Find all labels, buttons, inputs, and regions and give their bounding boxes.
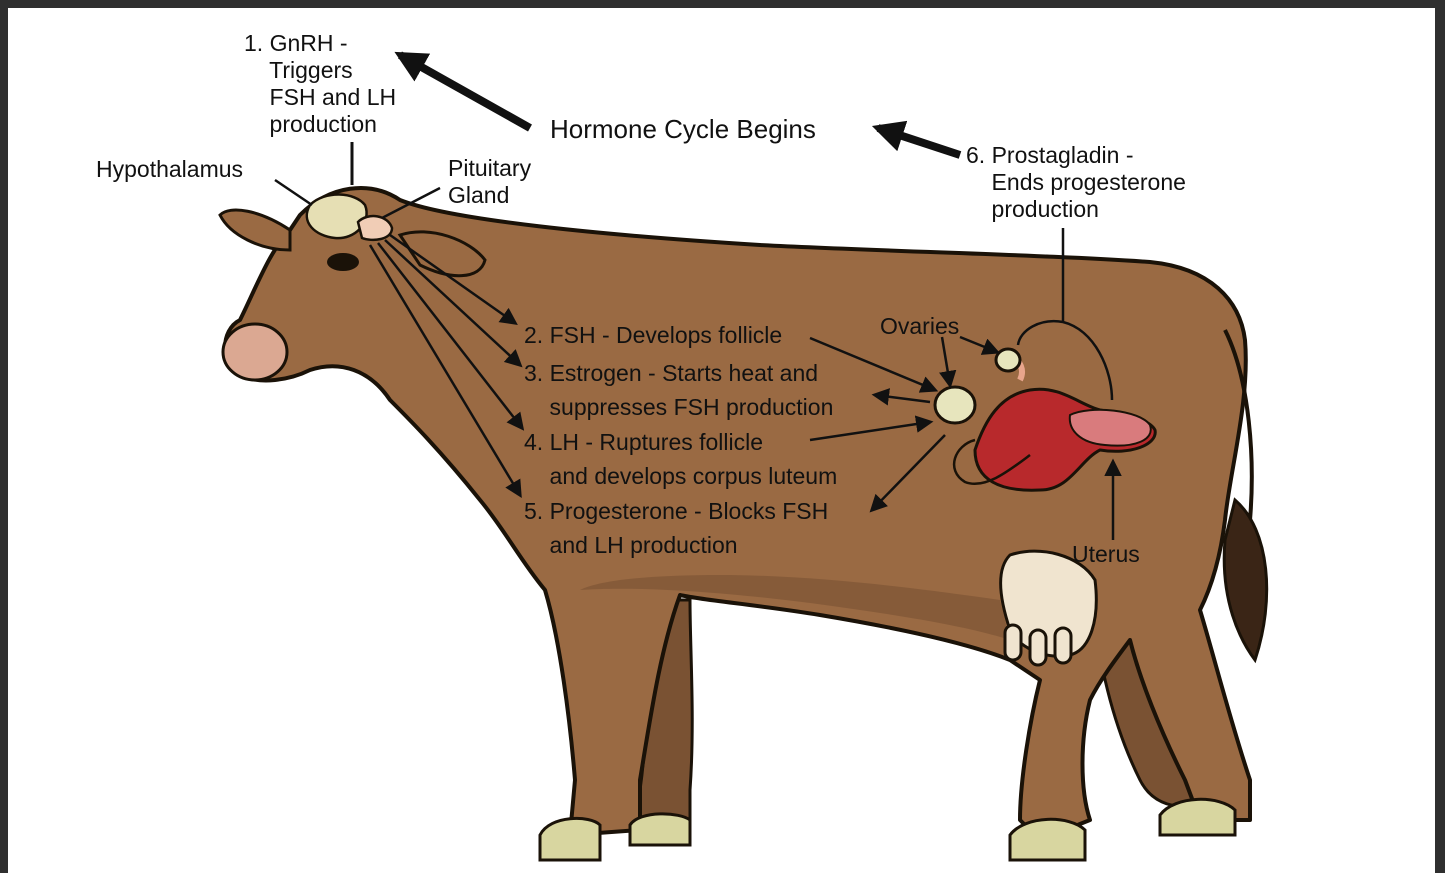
label-lh: 4. LH - Ruptures follicle and develops c… — [524, 425, 837, 493]
cow-eye — [327, 253, 359, 271]
ovary-left — [935, 387, 975, 423]
label-ovaries: Ovaries — [880, 313, 959, 340]
label-uterus: Uterus — [1072, 541, 1140, 568]
cow-ear-left — [220, 210, 290, 250]
label-hypothalamus: Hypothalamus — [96, 156, 243, 183]
hypothalamus-shape — [307, 194, 367, 238]
label-estrogen: 3. Estrogen - Starts heat and suppresses… — [524, 356, 833, 424]
arrow-hypothalamus-label — [275, 180, 312, 205]
label-prostagladin: 6. Prostagladin - Ends progesterone prod… — [966, 142, 1186, 223]
arrow-prostagladin-to-title — [878, 128, 960, 155]
label-pituitary-gland: Pituitary Gland — [448, 155, 531, 209]
cow-teats — [1005, 625, 1071, 665]
label-fsh: 2. FSH - Develops follicle — [524, 322, 782, 349]
cow-nose — [223, 324, 287, 380]
ovary-right — [996, 349, 1020, 371]
title-hormone-cycle-begins: Hormone Cycle Begins — [550, 116, 816, 143]
cow-tail-tuft — [1224, 500, 1266, 660]
arrow-title-to-gnrh — [400, 55, 530, 128]
label-progesterone: 5. Progesterone - Blocks FSH and LH prod… — [524, 494, 828, 562]
label-gnrh: 1. GnRH - Triggers FSH and LH production — [244, 30, 396, 138]
pituitary-shape — [358, 216, 392, 240]
